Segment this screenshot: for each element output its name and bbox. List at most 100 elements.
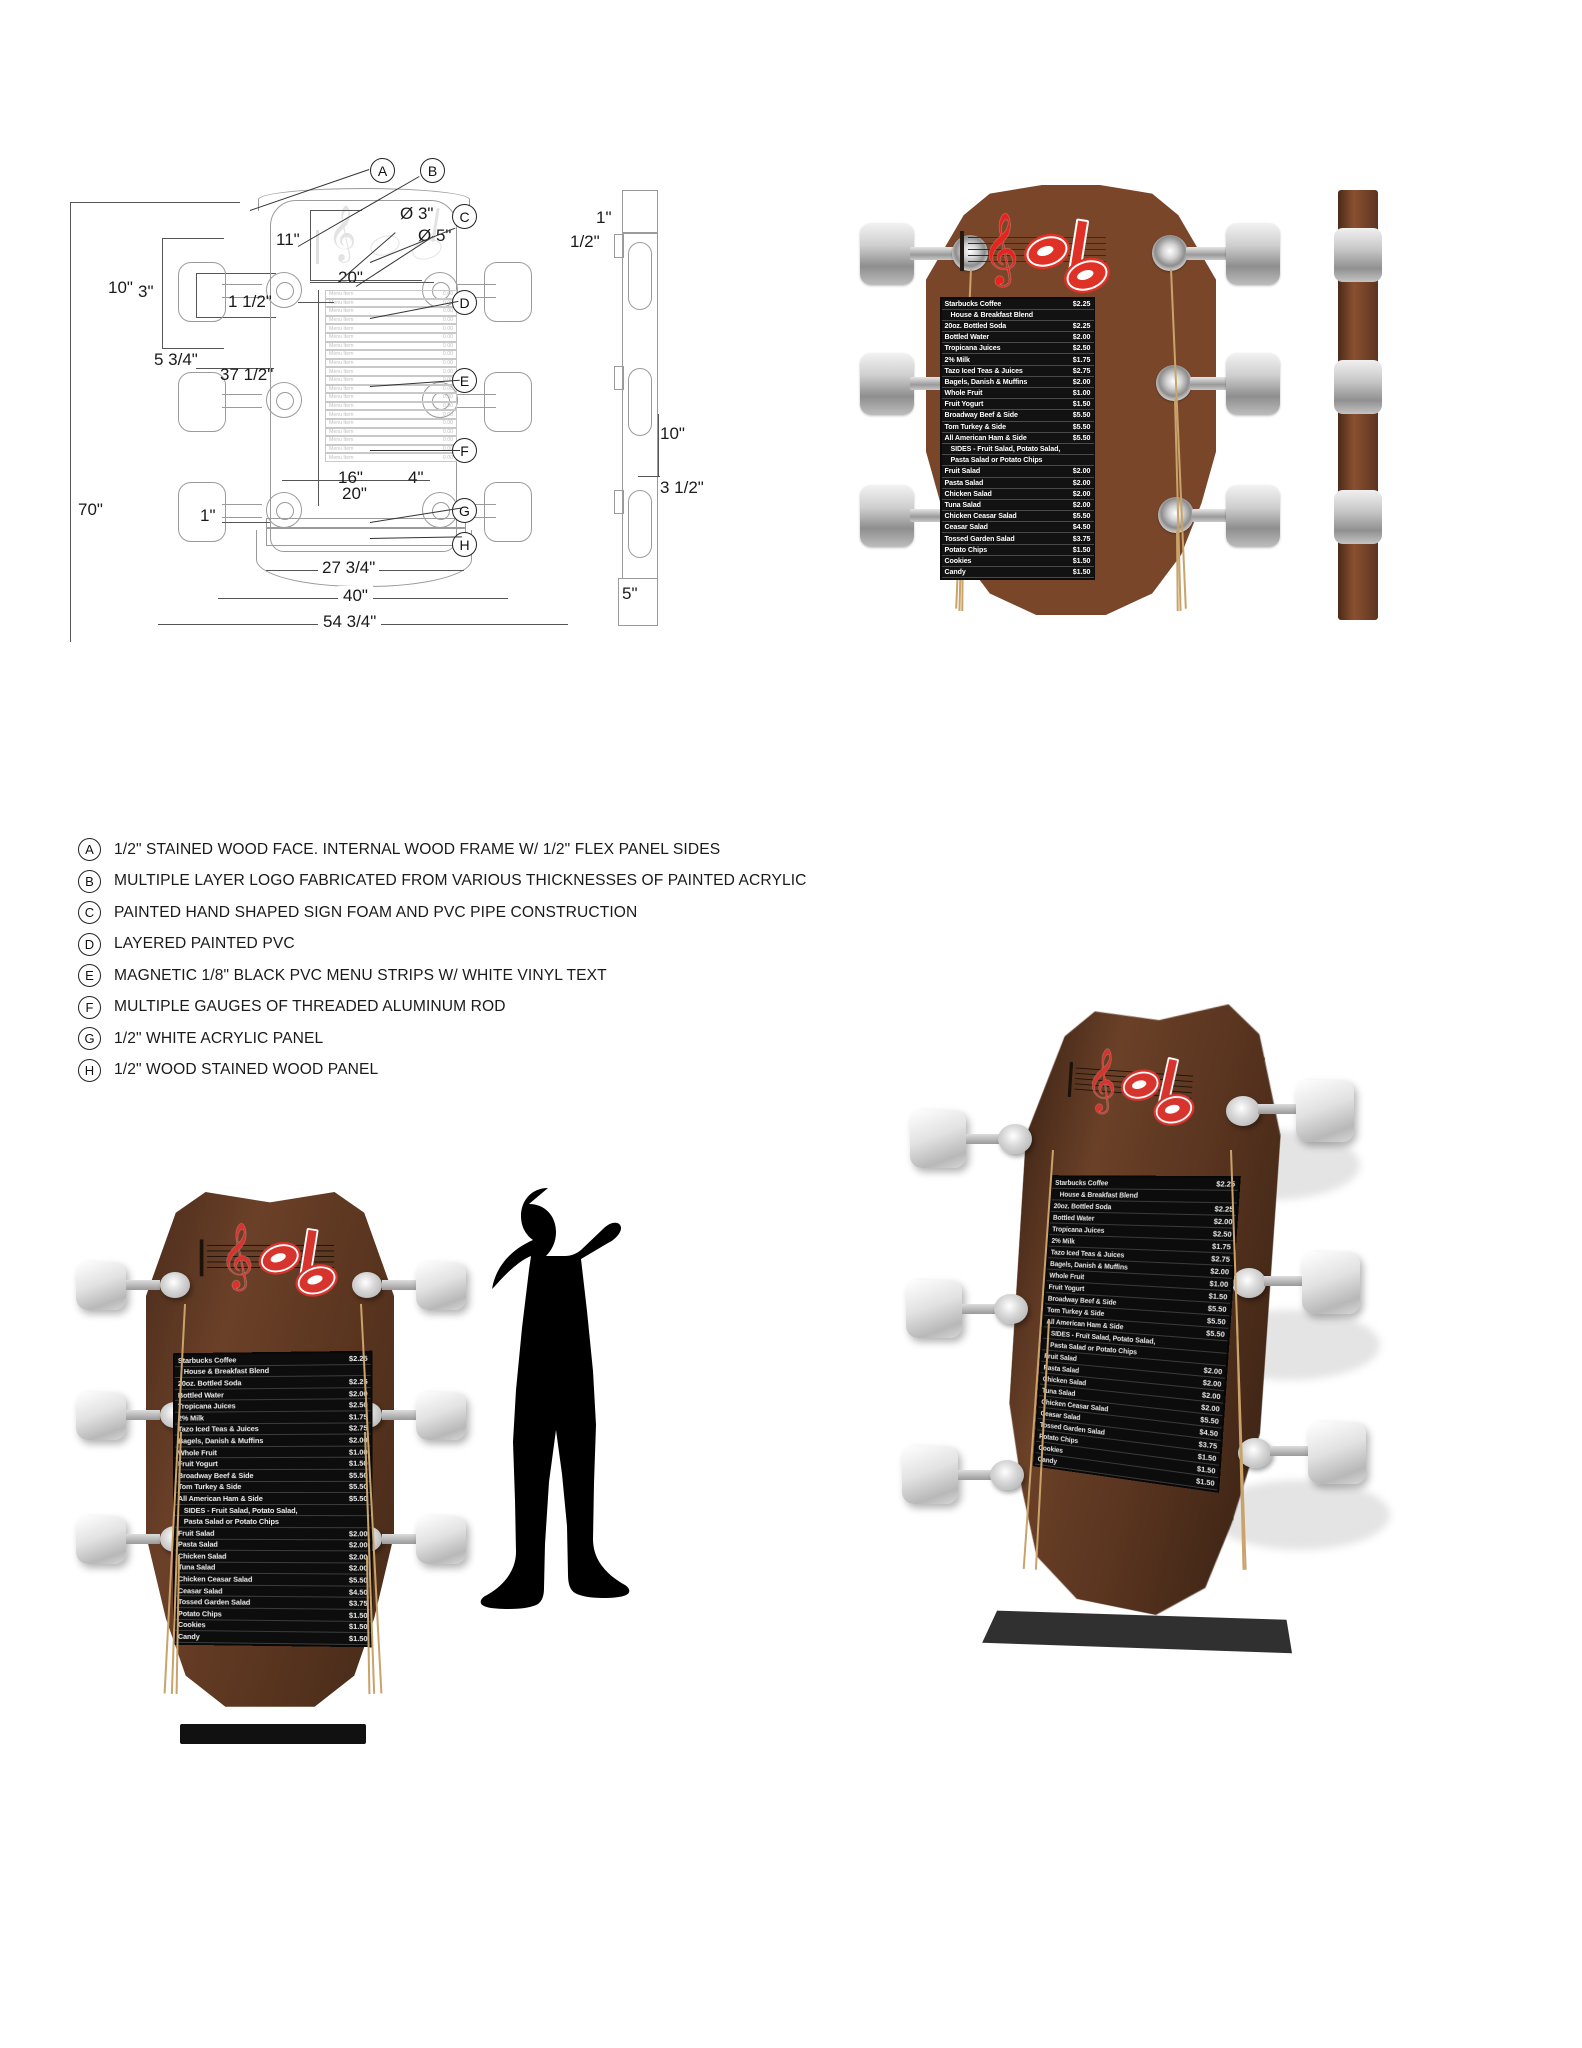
profile-knob-2 [1334, 360, 1382, 414]
menu-elevation-item-name: Tossed Garden Salad [944, 534, 1015, 543]
dim-menu-outer-width: 20" [342, 484, 367, 503]
menu-elevation-row: Chicken Salad$2.00 [941, 488, 1094, 500]
dim-overall-width: 54 3/4" [318, 612, 382, 632]
menu-elevation-item-price: $1.75 [1072, 355, 1091, 364]
legend-mark-a: A [78, 838, 101, 861]
menu-elevation-row: Bagels, Danish & Muffins$2.00 [941, 376, 1094, 388]
render1-peg-l1 [160, 1272, 190, 1298]
menu-render2-item-price: $1.75 [1211, 1241, 1232, 1252]
menu-elevation-item-name: Tropicana Juices [944, 344, 1001, 353]
render2-shaft-l2 [962, 1304, 1002, 1314]
headstock-crown [258, 188, 470, 211]
ghost-menu-item-name: Menu Item [329, 454, 354, 461]
render1-knob-r1 [416, 1262, 466, 1310]
render-knob-l2 [860, 353, 914, 415]
menu-render1-item-name: All American Ham & Side [177, 1493, 263, 1503]
menu-elevation-item-price: $3.75 [1072, 534, 1091, 543]
menu-render1-item-name: Bagels, Danish & Muffins [177, 1436, 264, 1446]
ghost-menu-item-price: 0.00 [442, 308, 453, 315]
render2-peg-r3 [1238, 1438, 1272, 1468]
menu-render2-item-price: $2.25 [1214, 1204, 1234, 1214]
dim10-vl [162, 238, 163, 348]
menu-render1-item-name: SIDES - Fruit Salad, Potato Salad, [183, 1505, 298, 1515]
menu-render2-item-price: $2.50 [1212, 1229, 1233, 1240]
musical-logo: 𝄞 [952, 213, 1112, 296]
menu-elevation-item-name: 20oz. Bottled Soda [944, 321, 1007, 330]
menu-render1-item-name: Tossed Garden Salad [177, 1597, 251, 1608]
menu-render1-item-name: Starbucks Coffee [177, 1355, 237, 1365]
dim-section-flex-panel: 1/2" [570, 232, 600, 251]
dim-menu-panel-height: 37 1/2" [220, 365, 274, 384]
ghost-menu-item-price: 0.00 [442, 437, 453, 444]
dim-peg-diameter-small: Ø 3" [400, 204, 434, 223]
side-profile-render [1330, 190, 1400, 640]
menu-elevation-item-name: Broadway Beef & Side [944, 411, 1018, 420]
menu-render1-item-name: Chicken Salad [177, 1551, 227, 1561]
dim-sec312-l [638, 476, 660, 477]
menu-render2-item-price: $2.00 [1213, 1216, 1233, 1227]
section-flex-tab-1 [614, 234, 624, 258]
ghost-menu-item-name: Menu Item [329, 394, 354, 401]
menu-elevation-item-name: Bagels, Danish & Muffins [944, 377, 1028, 386]
dim-knob-depth: 5 3/4" [154, 350, 198, 369]
menu-render1-item-name: Chicken Ceasar Salad [177, 1574, 253, 1584]
menu-elevation-row: Tuna Salad$2.00 [941, 499, 1094, 512]
white-acrylic-panel [266, 518, 466, 529]
menu-render1-item-name: Fruit Yogurt [177, 1459, 218, 1469]
render-shaft-r1 [1186, 247, 1232, 260]
ghost-menu-item-price: 0.00 [442, 454, 453, 461]
menu-render2-item-price: $1.50 [1197, 1451, 1217, 1464]
dim-menu-strip-height: 1 1/2" [228, 292, 272, 311]
ghost-menu-item-name: Menu Item [329, 385, 354, 392]
ghost-menu-item-name: Menu Item [329, 428, 354, 435]
legend-item-h: H 1/2" WOOD STAINED WOOD PANEL [78, 1058, 798, 1082]
legend-text-e: MAGNETIC 1/8" BLACK PVC MENU STRIPS W/ W… [114, 966, 607, 984]
menu-elevation-row: Starbucks Coffee$2.25 [941, 298, 1094, 310]
render-knob-r3 [1226, 485, 1280, 547]
dim11-vl [310, 210, 311, 280]
dim10-t [162, 238, 224, 239]
render1-shaft-r2 [382, 1410, 416, 1420]
render2-shaft-r2 [1264, 1276, 1308, 1286]
menu-render1-item-name: Pasta Salad or Potato Chips [183, 1516, 279, 1527]
menu-render1-item-name: House & Breakfast Blend [183, 1366, 270, 1377]
legend-text-h: 1/2" WOOD STAINED WOOD PANEL [114, 1061, 379, 1078]
render-peg-l1 [952, 235, 988, 271]
ghost-menu-item-price: 0.00 [442, 411, 453, 418]
ghost-menu-item-name: Menu Item [329, 420, 354, 427]
menu-elevation-item-name: Pasta Salad or Potato Chips [950, 456, 1043, 465]
legend-mark-h: H [78, 1058, 101, 1082]
tuner-knob-l1 [178, 262, 226, 322]
menu-elevation-item-price: $2.25 [1072, 321, 1091, 330]
render2-knob-r3 [1308, 1422, 1366, 1484]
section-knob-3 [628, 490, 652, 558]
render1-shaft-l1 [126, 1280, 160, 1290]
menu-elevation-item-price: $1.00 [1072, 389, 1091, 398]
ghost-menu-item-name: Menu Item [329, 325, 354, 332]
render2-base-plinth [982, 1610, 1293, 1654]
menu-elevation-row: Fruit Yogurt$1.50 [941, 399, 1094, 411]
dim3-vl [196, 273, 197, 317]
menu-elevation-row: Candy$1.50 [941, 567, 1094, 579]
render1-shaft-r3 [382, 1534, 416, 1544]
menu-render1-item-name: Bottled Water [177, 1390, 224, 1400]
menu-render1-row: Broadway Beef & Side$5.50 [174, 1469, 371, 1482]
ghost-menu-item-price: 0.00 [442, 360, 453, 367]
menu-elevation-row: Pasta Salad or Potato Chips [941, 455, 1094, 467]
legend-mark-d: D [78, 932, 101, 956]
menu-elevation-item-name: Fruit Yogurt [944, 400, 984, 409]
menu-elevation-item-name: Fruit Salad [944, 467, 981, 476]
dim16-line [282, 480, 430, 481]
menu-elevation-item-price: $5.50 [1072, 433, 1091, 442]
